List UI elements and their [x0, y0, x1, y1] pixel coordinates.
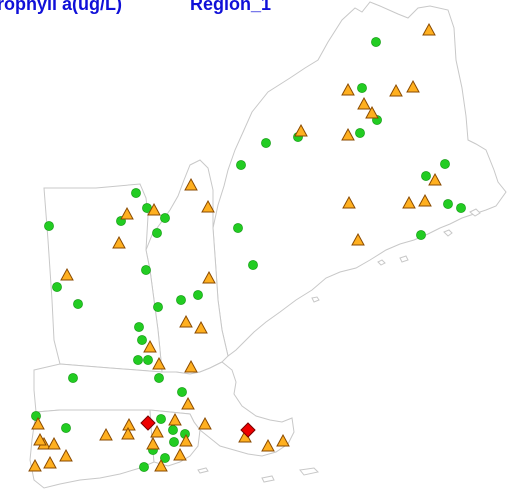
triangle-marker	[418, 193, 432, 207]
triangle-marker	[31, 416, 45, 430]
circle-marker	[371, 37, 381, 47]
triangle-marker	[179, 314, 193, 328]
triangle-marker	[150, 424, 164, 438]
triangle-marker	[60, 267, 74, 281]
triangle-marker	[33, 432, 47, 446]
circle-marker	[261, 138, 271, 148]
circle-marker	[153, 302, 163, 312]
diamond-marker	[140, 415, 156, 431]
triangle-marker	[341, 127, 355, 141]
triangle-marker	[143, 339, 157, 353]
triangle-marker	[120, 206, 134, 220]
circle-marker	[355, 128, 365, 138]
circle-marker	[134, 322, 144, 332]
triangle-marker	[99, 427, 113, 441]
circle-marker	[156, 414, 166, 424]
circle-marker	[176, 295, 186, 305]
circle-marker	[137, 335, 147, 345]
triangle-marker	[154, 458, 168, 472]
triangle-marker	[184, 177, 198, 191]
circle-marker	[248, 260, 258, 270]
circle-marker	[168, 425, 178, 435]
state-maine	[212, 1, 507, 357]
triangle-marker	[43, 455, 57, 469]
state-vermont	[43, 183, 163, 373]
triangle-marker	[173, 447, 187, 461]
circle-marker	[44, 221, 54, 231]
triangle-marker	[152, 356, 166, 370]
parameter-title: rophyll a(ug/L)	[0, 0, 122, 14]
circle-marker	[160, 213, 170, 223]
triangle-marker	[168, 412, 182, 426]
triangle-marker	[201, 199, 215, 213]
circle-marker	[440, 159, 450, 169]
triangle-marker	[121, 426, 135, 440]
triangle-marker	[351, 232, 365, 246]
circle-marker	[177, 387, 187, 397]
triangle-marker	[184, 359, 198, 373]
triangle-marker	[389, 83, 403, 97]
triangle-marker	[428, 172, 442, 186]
coastal-islands	[197, 208, 481, 483]
circle-marker	[443, 199, 453, 209]
circle-marker	[52, 282, 62, 292]
triangle-marker	[194, 320, 208, 334]
sample-markers	[28, 22, 466, 472]
circle-marker	[456, 203, 466, 213]
circle-marker	[154, 373, 164, 383]
triangle-marker	[147, 202, 161, 216]
circle-marker	[143, 355, 153, 365]
triangle-marker	[261, 438, 275, 452]
circle-marker	[131, 188, 141, 198]
circle-marker	[61, 423, 71, 433]
triangle-marker	[146, 436, 160, 450]
triangle-marker	[342, 195, 356, 209]
triangle-marker	[341, 82, 355, 96]
triangle-marker	[198, 416, 212, 430]
triangle-marker	[47, 436, 61, 450]
region-title: Region_1	[190, 0, 272, 14]
triangle-marker	[59, 448, 73, 462]
circle-marker	[73, 299, 83, 309]
circle-marker	[68, 373, 78, 383]
circle-marker	[421, 171, 431, 181]
circle-marker	[139, 462, 149, 472]
triangle-marker	[276, 433, 290, 447]
triangle-marker	[181, 396, 195, 410]
triangle-marker	[402, 195, 416, 209]
circle-marker	[416, 230, 426, 240]
triangle-marker	[406, 79, 420, 93]
circle-marker	[152, 228, 162, 238]
triangle-marker	[179, 433, 193, 447]
circle-marker	[357, 83, 367, 93]
circle-marker	[160, 453, 170, 463]
circle-marker	[141, 265, 151, 275]
circle-marker	[169, 437, 179, 447]
diamond-marker	[240, 422, 256, 438]
state-shapes	[29, 1, 507, 489]
triangle-marker	[357, 96, 371, 110]
circle-marker	[133, 355, 143, 365]
triangle-marker	[365, 105, 379, 119]
triangle-marker	[422, 22, 436, 36]
circle-marker	[193, 290, 203, 300]
circle-marker	[236, 160, 246, 170]
triangle-marker	[112, 235, 126, 249]
triangle-marker	[294, 123, 308, 137]
triangle-marker	[202, 270, 216, 284]
circle-marker	[233, 223, 243, 233]
triangle-marker	[28, 458, 42, 472]
